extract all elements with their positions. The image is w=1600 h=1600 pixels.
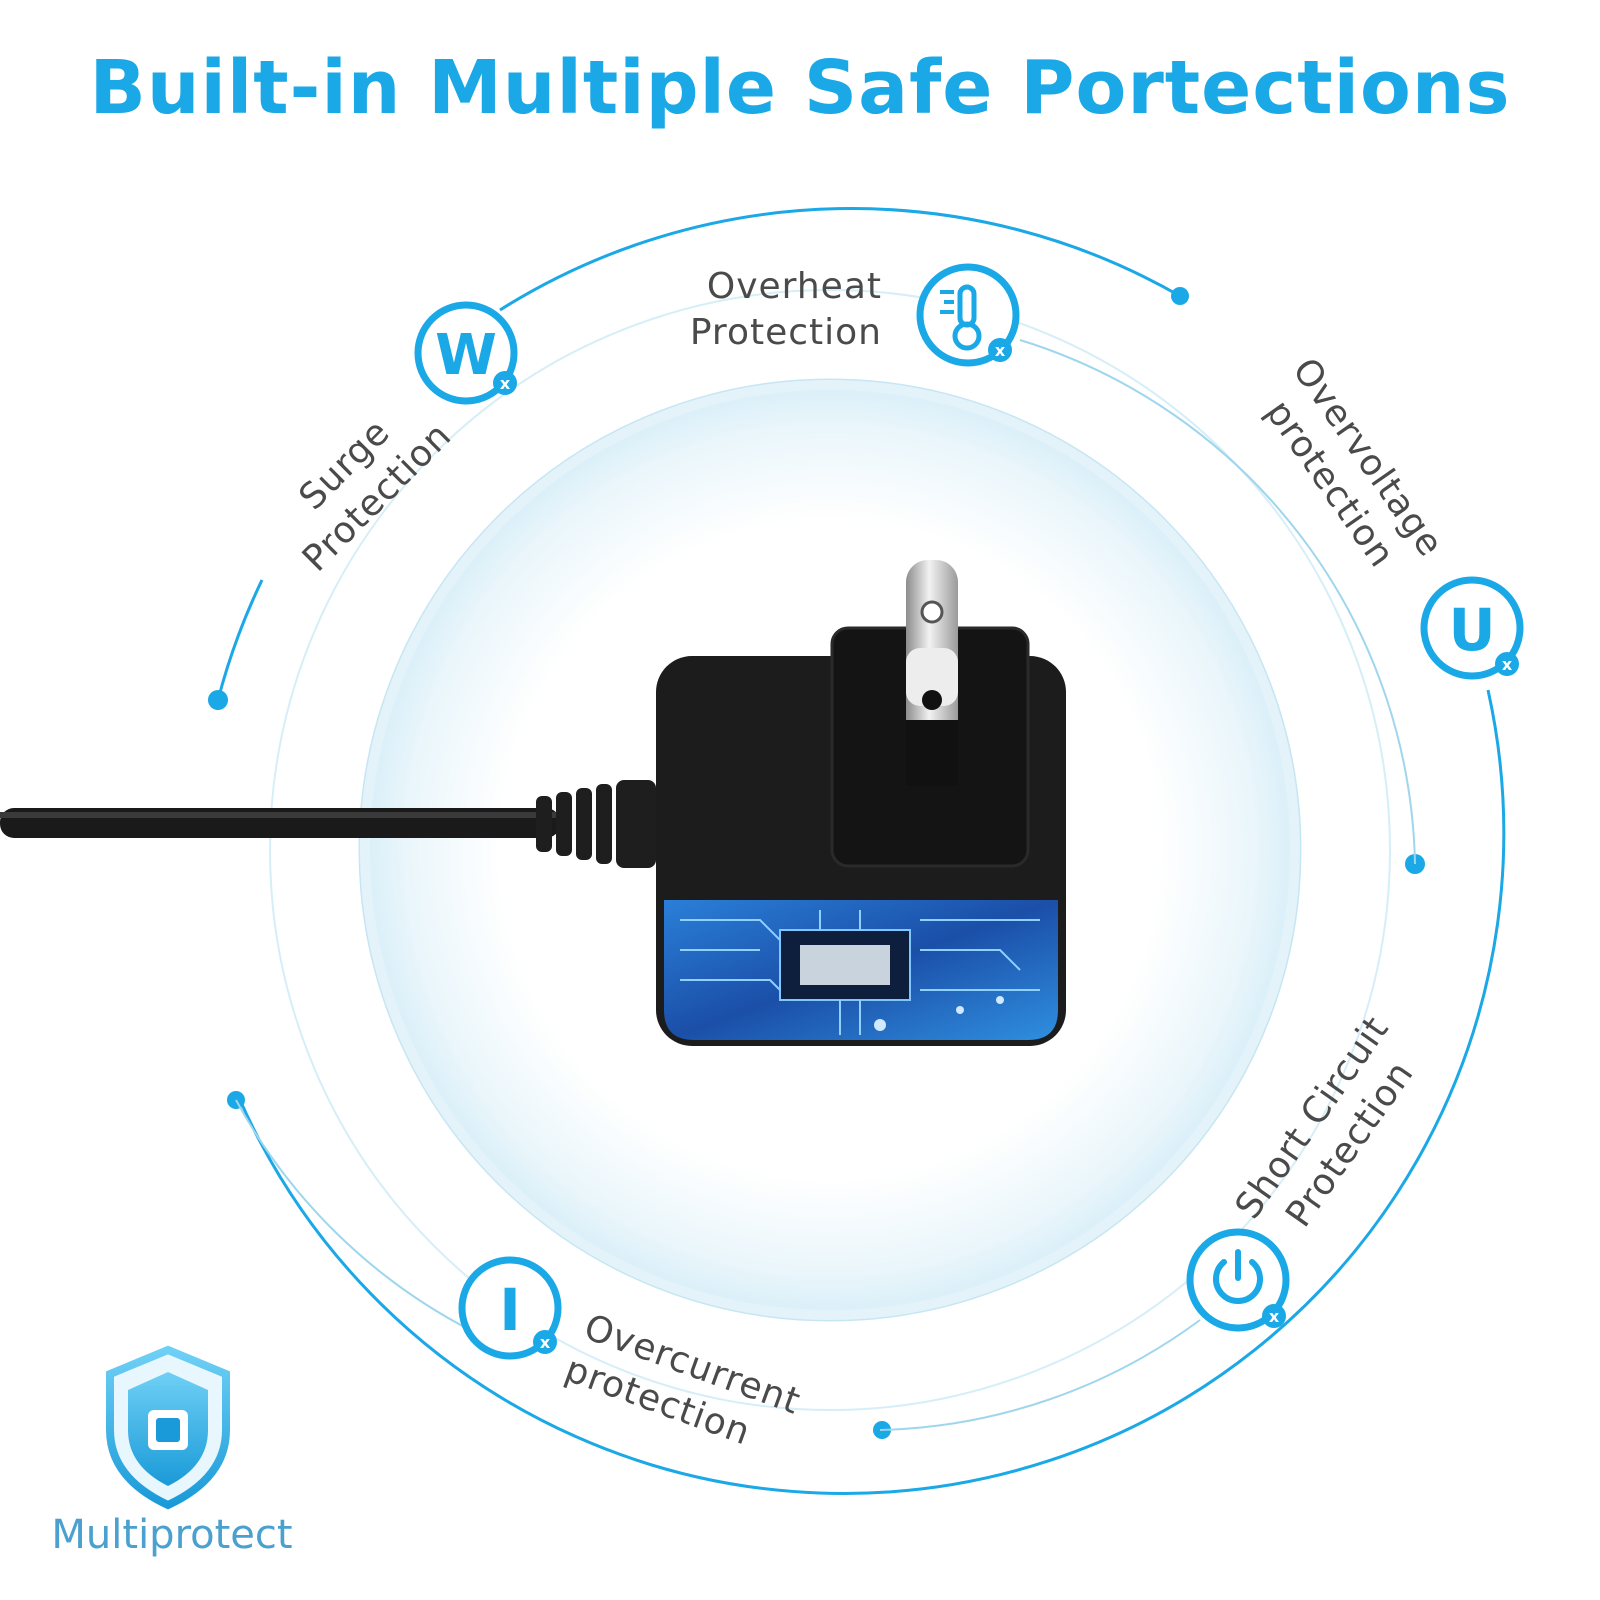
circuit-panel bbox=[664, 900, 1058, 1040]
badge-x-mark: x bbox=[995, 341, 1006, 360]
u-letter-icon: U bbox=[1448, 596, 1495, 664]
badge-x-mark: x bbox=[1502, 655, 1513, 674]
badge-x-mark: x bbox=[500, 374, 511, 393]
arc-dots bbox=[208, 287, 1425, 1439]
badge-x-mark: x bbox=[540, 1333, 551, 1352]
inner-arcs bbox=[235, 339, 1416, 1431]
plug-prong bbox=[906, 560, 958, 786]
thermometer-icon: x bbox=[916, 263, 1020, 367]
overcurrent-label: Overcurrent protection bbox=[560, 1307, 806, 1454]
multiprotect-badge: Multiprotect bbox=[51, 1345, 293, 1558]
overcurrent-protection-icon: I x bbox=[458, 1256, 562, 1360]
overheat-label-line2: Protection bbox=[690, 312, 882, 353]
w-letter-icon: W bbox=[435, 323, 497, 388]
shield-chip-icon bbox=[106, 1345, 230, 1510]
power-icon: x bbox=[1186, 1228, 1290, 1332]
badge-x-mark: x bbox=[1269, 1307, 1280, 1326]
power-adapter bbox=[0, 560, 1066, 1046]
i-letter-icon: I bbox=[499, 1276, 521, 1344]
overvoltage-label: Overvoltage protection bbox=[1258, 351, 1451, 575]
overheat-label-line1: Overheat bbox=[707, 266, 882, 307]
page-title: Built-in Multiple Safe Portections bbox=[89, 45, 1511, 131]
multiprotect-label: Multiprotect bbox=[51, 1512, 292, 1558]
overvoltage-protection-icon: U x bbox=[1420, 576, 1524, 680]
overheat-label: Overheat Protection bbox=[690, 266, 882, 353]
surge-label: Surge Protection bbox=[291, 411, 459, 579]
surge-protection-icon: W x bbox=[414, 301, 518, 405]
strain-relief bbox=[536, 780, 656, 868]
